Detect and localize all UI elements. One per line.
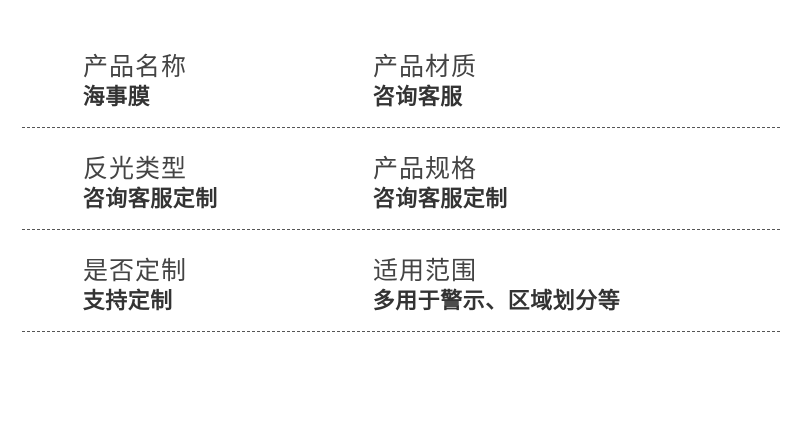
spec-row: 是否定制 支持定制 适用范围 多用于警示、区域划分等 (22, 230, 780, 332)
spec-item-customizable: 是否定制 支持定制 (83, 256, 363, 316)
spec-value: 多用于警示、区域划分等 (373, 289, 621, 314)
product-spec-table: 产品名称 海事膜 产品材质 咨询客服 反光类型 咨询客服定制 产品规格 咨询客服… (22, 0, 780, 332)
spec-label: 是否定制 (83, 256, 188, 285)
spec-item-product-name: 产品名称 海事膜 (83, 52, 363, 112)
spec-row: 反光类型 咨询客服定制 产品规格 咨询客服定制 (22, 128, 780, 230)
spec-value: 咨询客服定制 (373, 187, 509, 212)
spec-row: 产品名称 海事膜 产品材质 咨询客服 (22, 0, 780, 128)
spec-value: 咨询客服 (373, 85, 464, 110)
spec-label: 产品材质 (373, 52, 478, 81)
spec-value: 咨询客服定制 (83, 187, 219, 212)
spec-label: 产品规格 (373, 154, 478, 183)
spec-value: 支持定制 (83, 289, 174, 314)
spec-value: 海事膜 (83, 85, 151, 110)
spec-item-product-size: 产品规格 咨询客服定制 (373, 154, 653, 214)
spec-label: 适用范围 (373, 256, 478, 285)
spec-label: 反光类型 (83, 154, 188, 183)
spec-label: 产品名称 (83, 52, 188, 81)
spec-item-product-material: 产品材质 咨询客服 (373, 52, 653, 112)
spec-item-application-scope: 适用范围 多用于警示、区域划分等 (373, 256, 653, 316)
spec-item-reflective-type: 反光类型 咨询客服定制 (83, 154, 363, 214)
